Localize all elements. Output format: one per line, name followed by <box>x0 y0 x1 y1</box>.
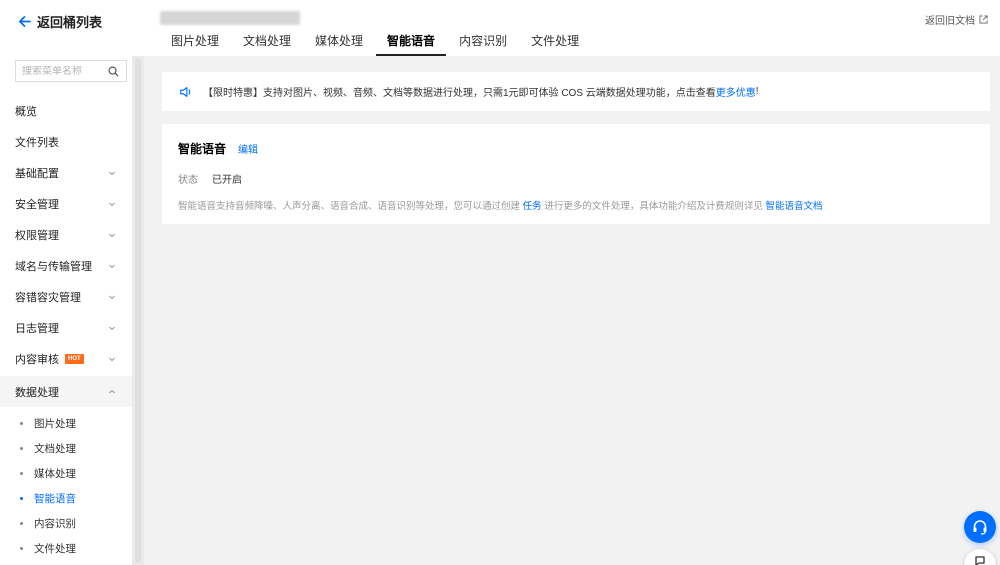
sidebar-item-disaster-recovery[interactable]: 容错容灾管理 <box>0 281 132 312</box>
sidebar-item-data-processing[interactable]: 数据处理 <box>0 376 132 407</box>
card-description: 智能语音支持音频降噪、人声分离、语音合成、语音识别等处理，您可以通过创建 任务 … <box>178 198 974 212</box>
chevron-down-icon <box>109 264 115 268</box>
feedback-button[interactable] <box>964 549 996 565</box>
data-processing-submenu: 图片处理 文档处理 媒体处理 智能语音 内容识别 文件处理 <box>0 407 132 561</box>
tab-image-processing[interactable]: 图片处理 <box>171 34 220 48</box>
sidebar-item-overview[interactable]: 概览 <box>0 95 132 126</box>
sidebar-item-label: 基础配置 <box>15 167 59 180</box>
more-offers-link[interactable]: 更多优惠 <box>715 88 756 99</box>
sidebar-subitem-label: 文档处理 <box>34 443 76 455</box>
status-value: 已开启 <box>212 175 242 186</box>
back-label: 返回桶列表 <box>37 15 103 30</box>
sidebar-subitem-image-processing[interactable]: 图片处理 <box>0 411 132 436</box>
external-link-icon <box>979 15 988 24</box>
bullet-dot <box>20 497 23 500</box>
sidebar-item-file-list[interactable]: 文件列表 <box>0 126 132 157</box>
smart-voice-card: 智能语音 编辑 状态 已开启 智能语音支持音频降噪、人声分离、语音合成、语音识别… <box>162 124 990 224</box>
sidebar-item-label: 域名与传输管理 <box>15 260 92 273</box>
sidebar-item-label: 内容审核 <box>15 353 59 366</box>
promo-suffix: ! <box>755 86 759 97</box>
sidebar-item-label: 概览 <box>15 105 37 118</box>
sidebar-scrollbar-thumb[interactable] <box>135 58 141 563</box>
sidebar-subitem-label: 图片处理 <box>34 418 76 430</box>
old-docs-link[interactable]: 返回旧文档 <box>925 12 988 27</box>
tab-file-processing[interactable]: 文件处理 <box>531 34 580 48</box>
sidebar-item-label: 权限管理 <box>15 229 59 242</box>
sidebar-subitem-label: 文件处理 <box>34 543 76 555</box>
status-label: 状态 <box>178 175 198 186</box>
card-title: 智能语音 <box>178 142 227 156</box>
sidebar-item-label: 容错容灾管理 <box>15 291 81 304</box>
bucket-name-blurred <box>160 11 300 25</box>
sidebar-item-label-wrap: 内容审核 HOT <box>15 351 84 367</box>
sidebar-item-basic-config[interactable]: 基础配置 <box>0 157 132 188</box>
chevron-down-icon <box>109 202 115 206</box>
chevron-down-icon <box>109 357 115 361</box>
hot-badge: HOT <box>65 353 84 364</box>
bullet-dot <box>20 447 23 450</box>
chevron-down-icon <box>109 171 115 175</box>
chevron-down-icon <box>109 233 115 237</box>
back-to-bucket-list-button[interactable]: 返回桶列表 <box>18 12 102 31</box>
top-header: 返回桶列表 图片处理 文档处理 媒体处理 智能语音 内容识别 文件处理 返回旧文… <box>0 0 1000 56</box>
sidebar-item-label: 日志管理 <box>15 322 59 335</box>
promo-banner: 【限时特惠】支持对图片、视频、音频、文档等数据进行处理，只需1元即可体验 COS… <box>162 72 990 111</box>
chevron-down-icon <box>109 326 115 330</box>
sidebar-item-domain-transfer[interactable]: 域名与传输管理 <box>0 250 132 281</box>
sidebar-subitem-file-processing[interactable]: 文件处理 <box>0 536 132 561</box>
bullet-dot <box>20 547 23 550</box>
card-header: 智能语音 编辑 <box>178 140 974 157</box>
sidebar-subitem-smart-voice[interactable]: 智能语音 <box>0 486 132 511</box>
headset-icon <box>973 520 987 535</box>
sidebar: 概览 文件列表 基础配置 安全管理 权限管理 域名与传输管理 容错容灾管理 日志… <box>0 56 132 565</box>
desc-text-2: 进行更多的文件处理，具体功能介绍及计费规则详见 <box>544 201 763 212</box>
sidebar-item-permissions[interactable]: 权限管理 <box>0 219 132 250</box>
arrow-left-icon <box>19 16 31 27</box>
bullet-dot <box>20 422 23 425</box>
task-link[interactable]: 任务 <box>522 201 542 212</box>
tab-smart-voice[interactable]: 智能语音 <box>376 27 447 56</box>
desc-text-1: 智能语音支持音频降噪、人声分离、语音合成、语音识别等处理，您可以通过创建 <box>178 201 521 212</box>
customer-service-button[interactable] <box>964 511 996 543</box>
sidebar-subitem-label: 智能语音 <box>34 493 76 505</box>
menu-search-box <box>15 60 127 82</box>
sidebar-subitem-document-processing[interactable]: 文档处理 <box>0 436 132 461</box>
sidebar-subitem-label: 内容识别 <box>34 518 76 530</box>
tab-document-processing[interactable]: 文档处理 <box>243 34 292 48</box>
promo-text: 【限时特惠】支持对图片、视频、音频、文档等数据进行处理，只需1元即可体验 COS… <box>203 88 716 99</box>
tab-content-recognition[interactable]: 内容识别 <box>459 34 508 48</box>
chevron-down-icon <box>109 295 115 299</box>
sidebar-subitem-media-processing[interactable]: 媒体处理 <box>0 461 132 486</box>
status-row: 状态 已开启 <box>178 171 974 186</box>
chevron-up-icon <box>109 389 115 393</box>
speaker-icon <box>180 86 191 97</box>
sidebar-item-label: 安全管理 <box>15 198 59 211</box>
old-docs-label: 返回旧文档 <box>925 16 975 27</box>
sidebar-subitem-content-recognition[interactable]: 内容识别 <box>0 511 132 536</box>
tab-media-processing[interactable]: 媒体处理 <box>315 34 364 48</box>
bullet-dot <box>20 472 23 475</box>
bullet-dot <box>20 522 23 525</box>
sidebar-item-security[interactable]: 安全管理 <box>0 188 132 219</box>
sidebar-item-label: 文件列表 <box>15 136 59 149</box>
sidebar-item-log-management[interactable]: 日志管理 <box>0 312 132 343</box>
processing-tabs: 图片处理 文档处理 媒体处理 智能语音 内容识别 文件处理 <box>160 27 592 56</box>
chat-icon <box>975 556 985 565</box>
sidebar-subitem-label: 媒体处理 <box>34 468 76 480</box>
smart-voice-docs-link[interactable]: 智能语音文档 <box>765 201 823 212</box>
sidebar-item-content-review[interactable]: 内容审核 HOT <box>0 343 132 374</box>
sidebar-item-label: 数据处理 <box>15 386 59 399</box>
search-icon[interactable] <box>108 66 119 77</box>
edit-link[interactable]: 编辑 <box>238 145 259 156</box>
menu-search-input[interactable] <box>22 65 108 77</box>
